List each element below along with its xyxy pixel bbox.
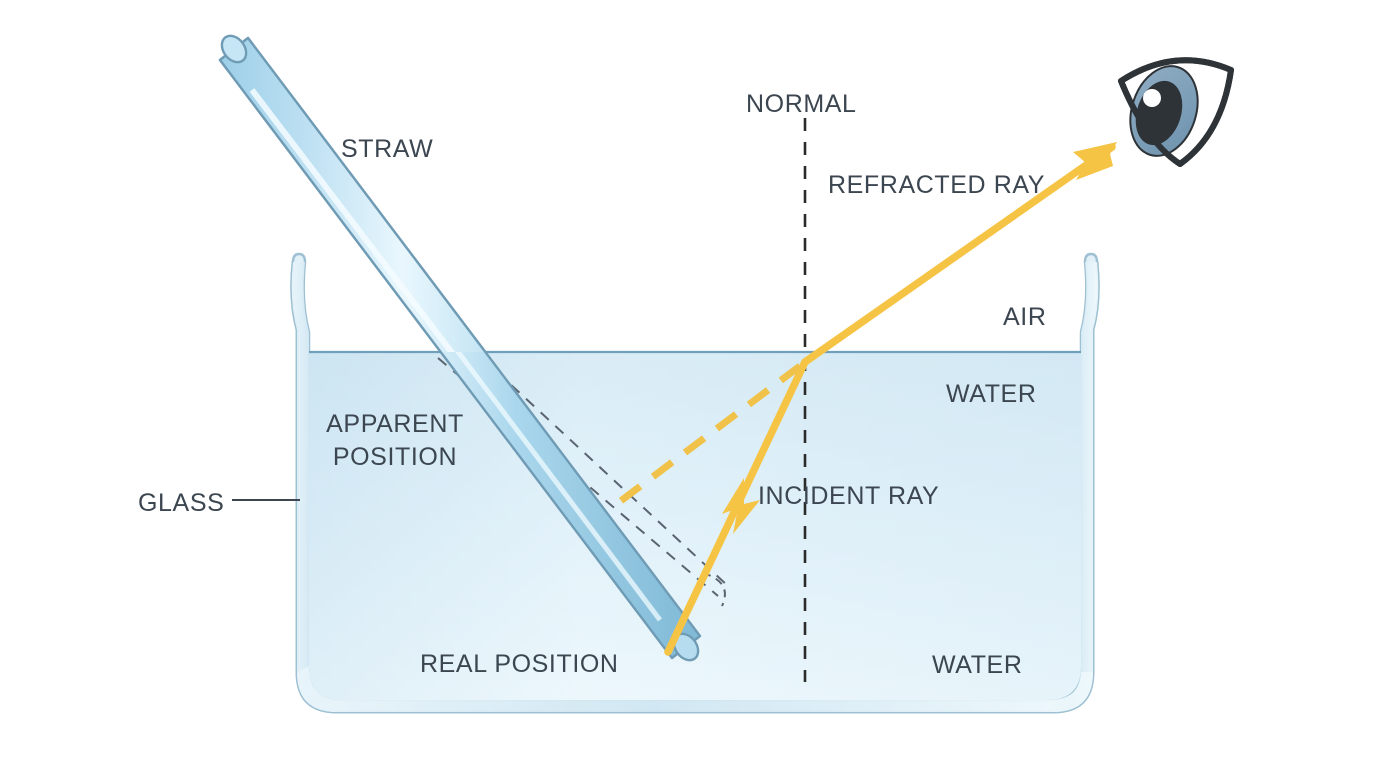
refracted-ray <box>801 143 1116 366</box>
label-apparent-position-line1: APPARENT <box>326 410 464 438</box>
straw-opening <box>220 34 248 64</box>
refracted-ray-arrowhead <box>1073 142 1117 180</box>
glass-container <box>290 252 1100 714</box>
label-glass: GLASS <box>138 489 224 517</box>
straw <box>218 34 702 662</box>
label-straw: STRAW <box>341 135 433 163</box>
label-water-lower: WATER <box>932 651 1023 679</box>
eye-highlight <box>1143 89 1161 107</box>
label-air: AIR <box>1003 303 1046 331</box>
label-incident-ray: INCIDENT RAY <box>758 482 939 510</box>
water-body <box>309 350 1081 700</box>
label-refracted-ray: REFRACTED RAY <box>828 171 1045 199</box>
label-normal: NORMAL <box>746 90 857 118</box>
light-rays <box>611 142 1117 656</box>
label-real-position: REAL POSITION <box>420 650 619 678</box>
label-apparent-position-line2: POSITION <box>333 443 457 471</box>
eye-icon <box>1118 57 1234 167</box>
incident-ray-arrowhead <box>722 478 760 534</box>
label-water-upper: WATER <box>946 380 1037 408</box>
